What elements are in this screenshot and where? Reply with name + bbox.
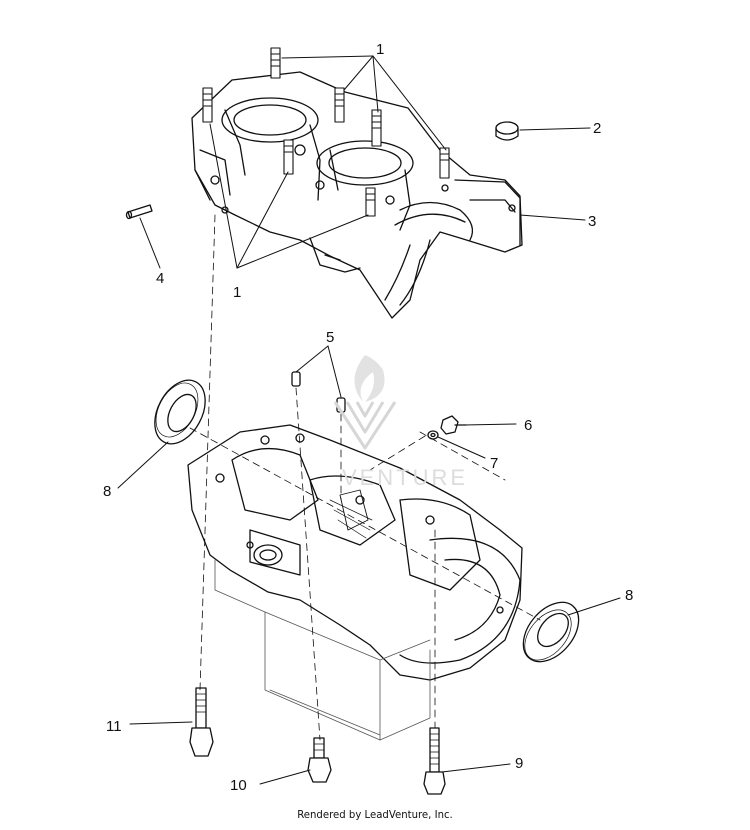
- plug-part-2: [495, 121, 519, 141]
- bolt-part-11: [189, 687, 214, 757]
- lower-crankcase: [187, 424, 523, 741]
- upper-crankcase: [191, 47, 523, 319]
- bolt-part-9: [423, 727, 446, 795]
- footer-credit: Rendered by LeadVenture, Inc.: [297, 808, 453, 821]
- alignment-lines: [189, 214, 541, 741]
- bolt-part-10: [307, 737, 332, 783]
- callout-8-right: 8: [625, 587, 633, 604]
- leader-lines: [117, 55, 621, 785]
- callout-3: 3: [588, 213, 596, 230]
- oil-seal-right-part-8: [522, 601, 580, 663]
- dowel-pin-part-4: [125, 204, 153, 220]
- callout-6: 6: [524, 417, 532, 434]
- callout-8-left: 8: [103, 483, 111, 500]
- oil-seal-left-part-8: [154, 379, 206, 445]
- watermark-text: VENTURE: [342, 465, 468, 490]
- drain-bolt-part-6: [440, 415, 467, 435]
- callout-5: 5: [326, 329, 334, 346]
- washer-part-7: [427, 430, 439, 440]
- leadventure-watermark: VENTURE: [333, 355, 468, 490]
- callout-9: 9: [515, 755, 523, 772]
- callout-1-bottom: 1: [233, 284, 241, 301]
- callout-10: 10: [230, 777, 247, 794]
- callout-1-top: 1: [376, 41, 384, 58]
- callout-2: 2: [593, 120, 601, 137]
- callout-4: 4: [156, 270, 164, 287]
- callout-labels: 1 1 2 3 4 5 6 7 8 8 9 10 11: [103, 41, 633, 794]
- callout-11: 11: [106, 718, 122, 735]
- callout-7: 7: [490, 455, 498, 472]
